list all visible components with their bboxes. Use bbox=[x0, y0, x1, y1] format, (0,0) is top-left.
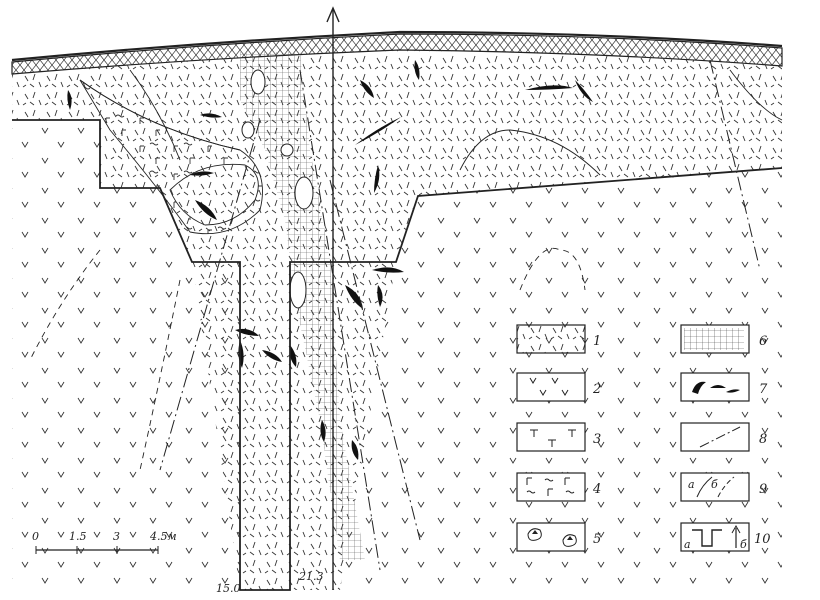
legend-item-3: 3 bbox=[516, 422, 601, 452]
legend-item-4: 4 bbox=[516, 472, 601, 502]
svg-text:1: 1 bbox=[593, 334, 601, 349]
black-lenses bbox=[67, 60, 593, 460]
borehole-label-left: 15.0 bbox=[216, 582, 241, 595]
svg-text:б: б bbox=[711, 478, 718, 491]
svg-text:а: а bbox=[688, 478, 695, 491]
legend-item-5: 5 bbox=[516, 522, 601, 552]
borehole-label-right: 21.3 bbox=[298, 570, 324, 583]
legend-item-10: а б 10 bbox=[680, 522, 771, 552]
fault-lines bbox=[159, 59, 761, 571]
legend-item-6: 6 bbox=[680, 324, 767, 354]
scale-bar: 0 1.5 3 4.5м bbox=[32, 530, 177, 554]
legend-item-1: 1 bbox=[516, 324, 601, 354]
svg-text:3: 3 bbox=[593, 432, 601, 447]
legend-item-8: 8 bbox=[680, 422, 767, 452]
scale-tick-2: 3 bbox=[113, 530, 120, 543]
svg-text:7: 7 bbox=[759, 382, 768, 397]
svg-text:10: 10 bbox=[754, 532, 771, 547]
clasts bbox=[241, 69, 314, 309]
lower-zone bbox=[12, 120, 240, 590]
svg-text:5: 5 bbox=[593, 532, 601, 547]
svg-text:8: 8 bbox=[759, 432, 767, 447]
svg-text:9: 9 bbox=[759, 482, 767, 497]
trench-outline bbox=[12, 119, 783, 591]
svg-text:а: а bbox=[684, 538, 691, 551]
scale-tick-0: 0 bbox=[32, 530, 39, 543]
scale-tick-3: 4.5м bbox=[149, 530, 177, 543]
legend: 1 2 3 4 5 6 bbox=[516, 324, 771, 552]
svg-text:2: 2 bbox=[592, 382, 601, 397]
svg-text:6: 6 bbox=[759, 334, 767, 349]
svg-text:б: б bbox=[740, 538, 747, 551]
legend-item-9: а б 9 bbox=[680, 472, 767, 502]
scale-tick-1: 1.5 bbox=[69, 530, 87, 543]
legend-item-2: 2 bbox=[516, 372, 601, 402]
legend-item-7: 7 bbox=[680, 372, 768, 402]
svg-text:4: 4 bbox=[592, 482, 601, 497]
grid-zone bbox=[240, 52, 365, 560]
